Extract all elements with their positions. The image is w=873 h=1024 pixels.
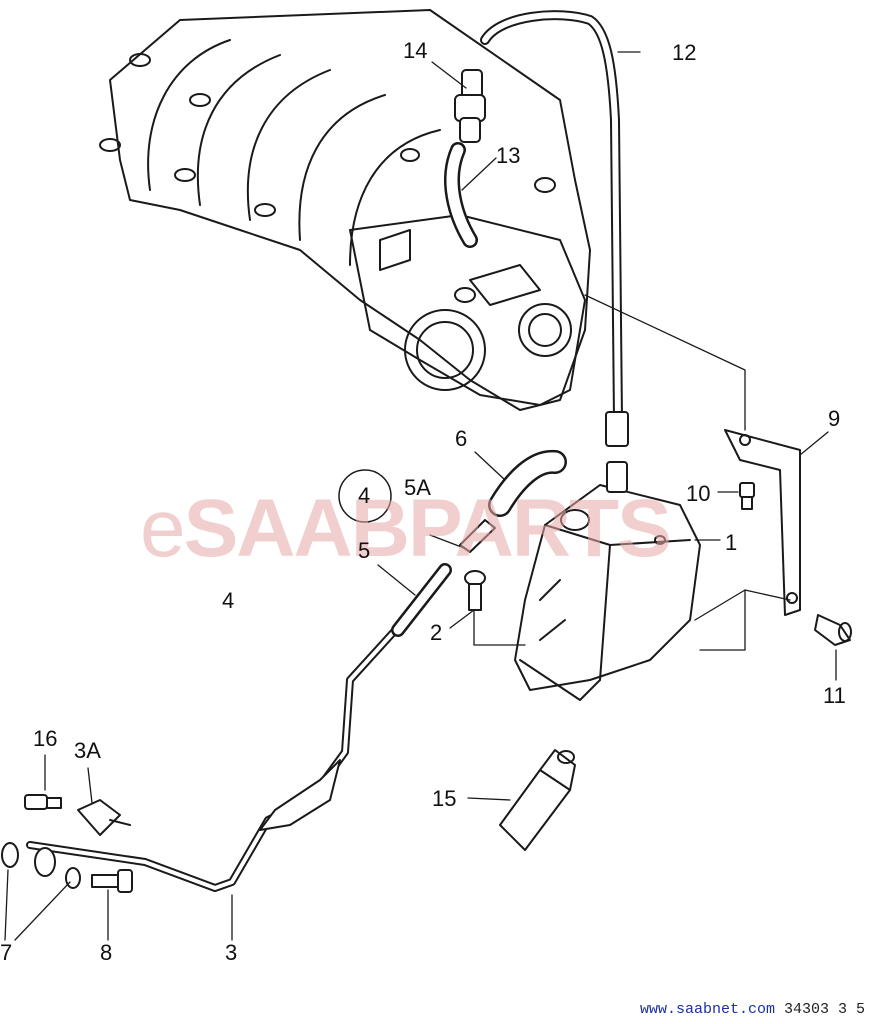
callout-9: 9: [828, 406, 841, 431]
leader-lines: [4, 51, 837, 941]
hose-13: [444, 142, 478, 248]
callout-13: 13: [496, 143, 521, 168]
hose-12: [480, 10, 629, 447]
callout-8: 8: [100, 940, 113, 965]
hose-6: [488, 449, 567, 517]
fitting-3a: [77, 799, 131, 836]
watermark-brand: SAABPARTS: [183, 483, 672, 574]
site-url: www.saabnet.com: [639, 1001, 775, 1018]
callout-10: 10: [686, 481, 711, 506]
washers-7: [1, 842, 81, 889]
callout-12: 12: [672, 40, 697, 65]
fitting-16: [24, 794, 62, 810]
brand-watermark: eSAABPARTS: [140, 482, 672, 576]
pipe-3: [26, 621, 404, 892]
callout-16: 16: [33, 726, 58, 751]
sealant-tube-15: [499, 749, 576, 851]
callout-5: 5: [358, 538, 371, 563]
group-badge-label: 4: [358, 483, 371, 508]
bracket-9: [724, 429, 801, 616]
bolt-10: [739, 482, 755, 510]
callout-2: 2: [430, 620, 443, 645]
evap-canister-1: [514, 461, 701, 701]
sensor-11: [814, 614, 852, 646]
callout-3: 3: [225, 940, 238, 965]
valve-14: [454, 69, 486, 143]
callout-11: 11: [823, 683, 846, 708]
footer: www.saabnet.com 34303 3 5: [640, 1001, 865, 1018]
callout-5a: 5A: [404, 475, 431, 500]
group-badge-circle: [338, 469, 392, 523]
callout-6: 6: [455, 426, 468, 451]
bolt-2: [464, 570, 486, 611]
callout-14: 14: [403, 38, 428, 63]
callout-15: 15: [432, 786, 457, 811]
callout-4: 4: [222, 588, 235, 613]
nipple-5a: [459, 519, 496, 553]
hose-5: [391, 563, 452, 637]
callout-3a: 3A: [74, 738, 101, 763]
watermark-e: e: [140, 483, 186, 574]
callout-1: 1: [725, 530, 738, 555]
intake-manifold: [99, 9, 591, 411]
diagram-code: 34303 3 5: [783, 1001, 865, 1018]
bolt-8: [91, 869, 133, 893]
callout-7: 7: [0, 940, 13, 965]
